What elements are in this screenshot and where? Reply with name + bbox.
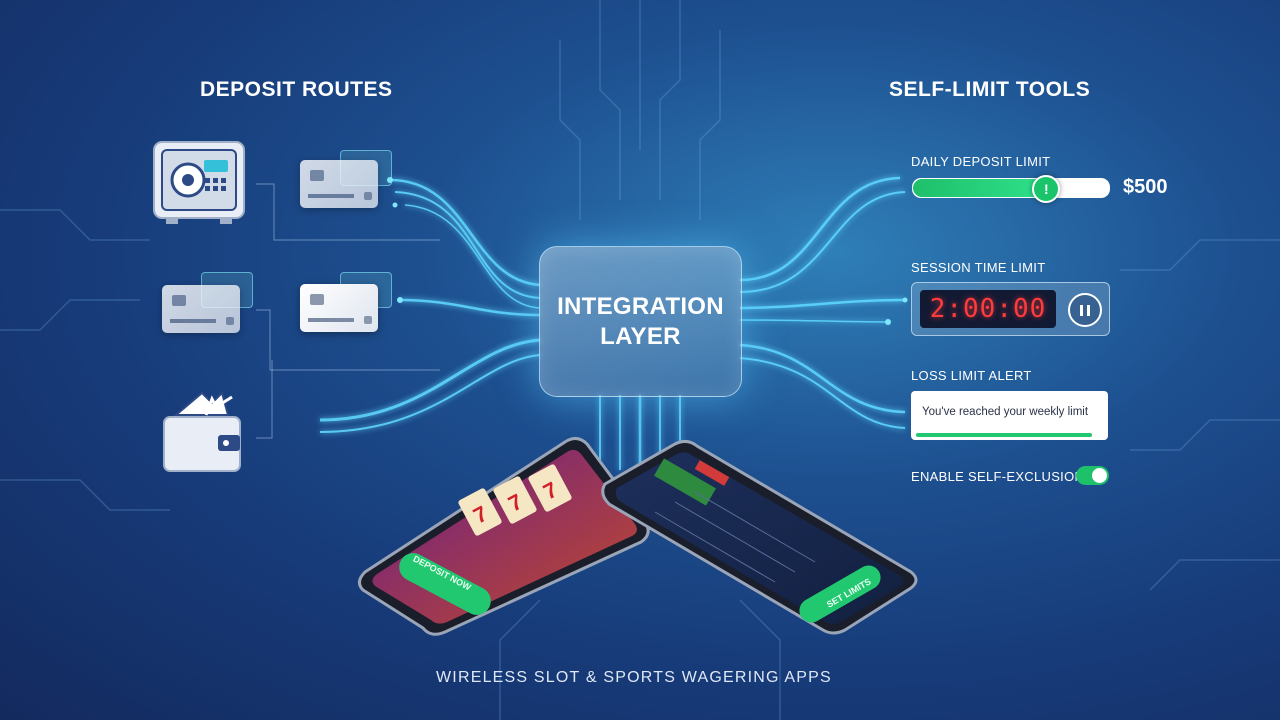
phone-mockups: 7 7 7 xyxy=(358,437,918,636)
session-timer-panel: 2:00:00 xyxy=(911,282,1110,336)
prepaid-card-icon xyxy=(300,284,378,332)
slot-app-phone: 7 7 7 xyxy=(358,437,650,636)
pause-button[interactable] xyxy=(1068,293,1102,327)
self-limit-tools-title: SELF-LIMIT TOOLS xyxy=(889,78,1091,101)
deposit-link-lines xyxy=(256,183,440,439)
integration-layer-label: INTEGRATION LAYER xyxy=(557,292,724,350)
daily-deposit-value: $500 xyxy=(1123,176,1168,198)
debit-card-icon xyxy=(162,285,240,333)
credit-card-icon xyxy=(300,160,378,208)
toggle-knob xyxy=(1092,468,1107,483)
daily-deposit-slider[interactable]: ! xyxy=(912,175,1110,203)
wire-end-nodes xyxy=(387,177,908,325)
set-limits-button xyxy=(799,565,881,623)
integration-layer-panel: INTEGRATION LAYER xyxy=(539,246,742,397)
glowing-wire-bundle-left xyxy=(319,178,541,433)
self-exclusion-toggle[interactable] xyxy=(1076,466,1109,485)
slider-fill xyxy=(913,179,1045,197)
deposit-now-button xyxy=(399,553,491,615)
wallet-icon xyxy=(163,391,241,472)
session-time-limit-label: SESSION TIME LIMIT xyxy=(911,260,1046,275)
deposit-routes-title: DEPOSIT ROUTES xyxy=(200,78,393,101)
slider-knob[interactable]: ! xyxy=(1032,175,1061,203)
safe-icon xyxy=(153,141,245,224)
loss-limit-alert-box: You've reached your weekly limit xyxy=(911,391,1108,440)
alert-progress-bar xyxy=(916,433,1092,437)
slot-reels-icon: 7 7 7 xyxy=(458,464,572,536)
sports-app-phone xyxy=(601,439,918,635)
daily-deposit-limit-label: DAILY DEPOSIT LIMIT xyxy=(911,154,1051,169)
loss-limit-alert-message: You've reached your weekly limit xyxy=(922,406,1089,418)
alert-exclamation-icon: ! xyxy=(1043,181,1049,197)
pause-icon xyxy=(1080,304,1083,316)
session-timer-display: 2:00:00 xyxy=(920,290,1056,328)
loss-limit-alert-label: LOSS LIMIT ALERT xyxy=(911,368,1032,383)
glowing-wire-bundle-right xyxy=(739,176,906,429)
footer-caption: WIRELESS SLOT & SPORTS WAGERING APPS xyxy=(436,669,832,686)
self-exclusion-label: ENABLE SELF-EXCLUSION xyxy=(911,469,1085,484)
sports-field-thumbnail xyxy=(654,458,716,506)
